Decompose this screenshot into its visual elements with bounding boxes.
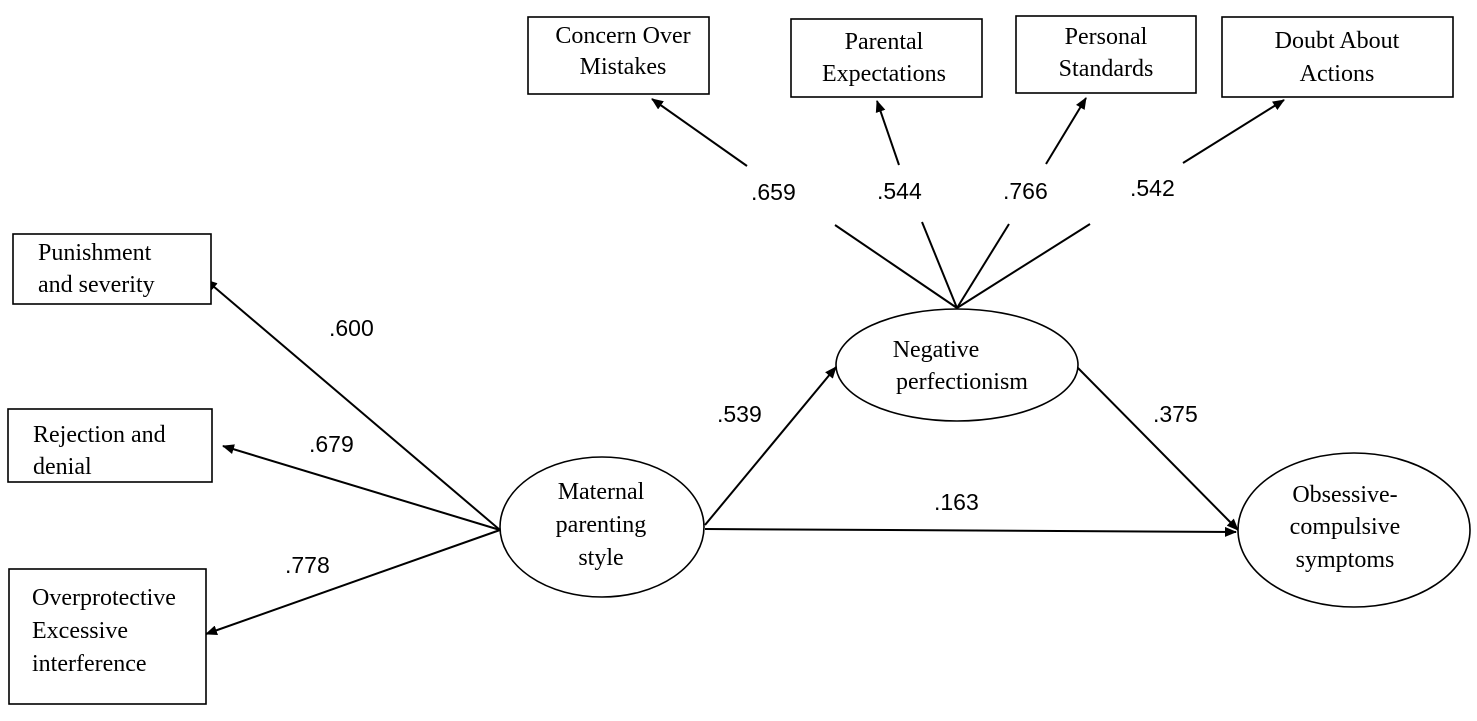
- edge-maternal-to-ocs: [704, 526, 1237, 537]
- edge-maternal-to-negative: [704, 366, 837, 526]
- coef-personal: .766: [1003, 178, 1048, 204]
- edge-negative-to-ocs: [1077, 367, 1239, 531]
- coef-rejection: .679: [309, 431, 354, 457]
- edge-maternal-to-punishment: [205, 279, 501, 531]
- coef-doubt: .542: [1130, 175, 1175, 201]
- coef-concern: .659: [751, 179, 796, 205]
- edge-negative-to-parental: [875, 100, 958, 309]
- edge-negative-to-personal: [956, 97, 1087, 309]
- coef-maternal-to-ocs: .163: [934, 489, 979, 515]
- edge-maternal-to-overprotective: [205, 529, 501, 636]
- coef-punishment: .600: [329, 315, 374, 341]
- coef-maternal-to-negative: .539: [717, 401, 762, 427]
- edge-negative-to-concern: [651, 98, 958, 309]
- edge-negative-to-doubt: [956, 99, 1285, 309]
- coef-parental: .544: [877, 178, 922, 204]
- coef-overprotective: .778: [285, 552, 330, 578]
- coef-negative-to-ocs: .375: [1153, 401, 1198, 427]
- edge-maternal-to-rejection: [222, 444, 501, 531]
